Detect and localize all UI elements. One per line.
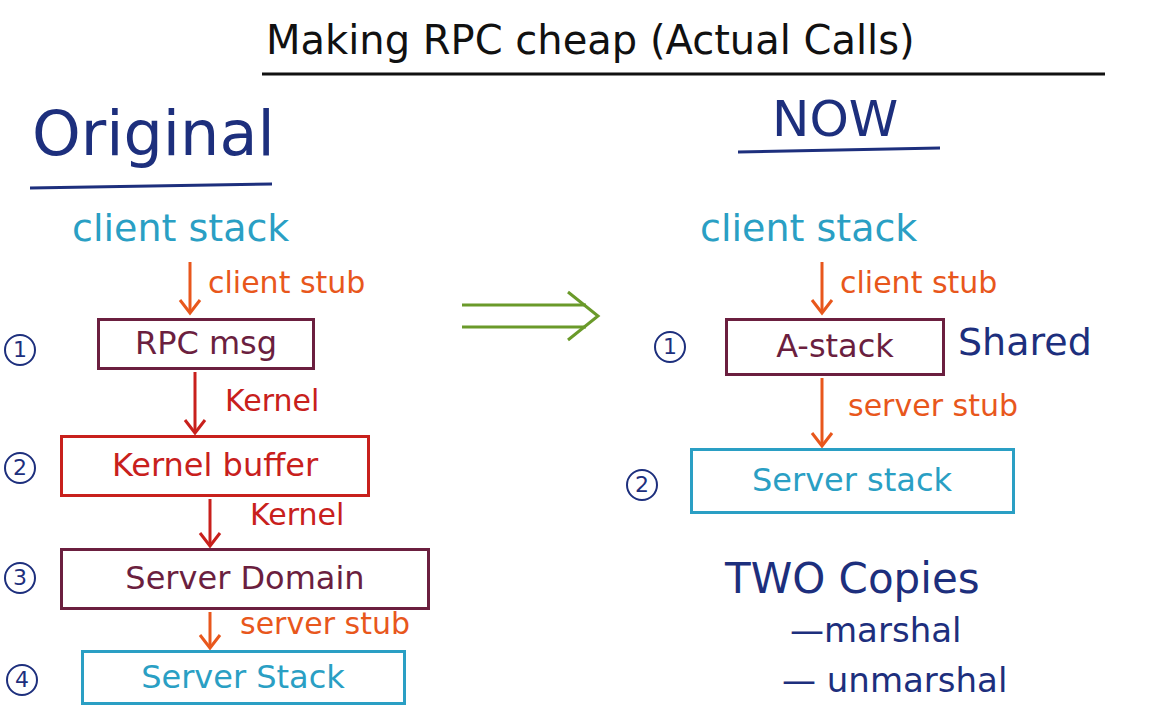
box-text: A-stack	[776, 329, 894, 364]
stub-arrow	[812, 262, 832, 313]
flow-arrow	[185, 372, 205, 433]
box-text: Server stack	[752, 463, 952, 498]
heading-underline	[738, 148, 940, 152]
note-label: Shared	[958, 322, 1092, 364]
title-underline	[262, 73, 1105, 76]
process-box: RPC msg	[97, 318, 315, 370]
edge-label: server stub	[848, 389, 1018, 422]
edge-label: server stub	[240, 607, 410, 640]
edge-label: Kernel	[225, 384, 319, 417]
note-label: —marshal	[790, 612, 961, 649]
box-text: Server Domain	[125, 561, 364, 596]
callout-number: 3	[4, 562, 36, 594]
process-box: A-stack	[725, 318, 945, 376]
callout-number: 4	[6, 664, 38, 696]
section-heading: NOW	[772, 92, 898, 147]
callout-number: 2	[4, 452, 36, 484]
callout-number: 1	[654, 331, 686, 363]
note-label: — unmarshal	[782, 662, 1007, 699]
stack-label: client stack	[72, 208, 289, 250]
note-label: TWO Copies	[725, 556, 980, 602]
process-box: Server stack	[690, 448, 1015, 514]
stub-label: client stub	[840, 266, 997, 299]
callout-number: 2	[626, 469, 658, 501]
title: Making RPC cheap (Actual Calls)	[266, 18, 915, 62]
stack-label: client stack	[700, 208, 917, 250]
box-text: RPC msg	[135, 326, 277, 361]
transition-arrow	[462, 292, 598, 340]
stub-arrow	[180, 262, 200, 313]
process-box: Kernel buffer	[60, 435, 370, 497]
box-text: Server Stack	[141, 660, 345, 695]
flow-arrow	[812, 378, 832, 446]
box-text: Kernel buffer	[112, 448, 318, 483]
stub-label: client stub	[208, 266, 365, 299]
section-heading: Original	[32, 100, 275, 168]
heading-underline	[30, 184, 272, 188]
edge-label: Kernel	[250, 498, 344, 531]
callout-number: 1	[4, 334, 36, 366]
flow-arrow	[200, 499, 220, 546]
process-box: Server Stack	[81, 650, 406, 705]
flow-arrow	[200, 612, 220, 648]
process-box: Server Domain	[60, 548, 430, 610]
